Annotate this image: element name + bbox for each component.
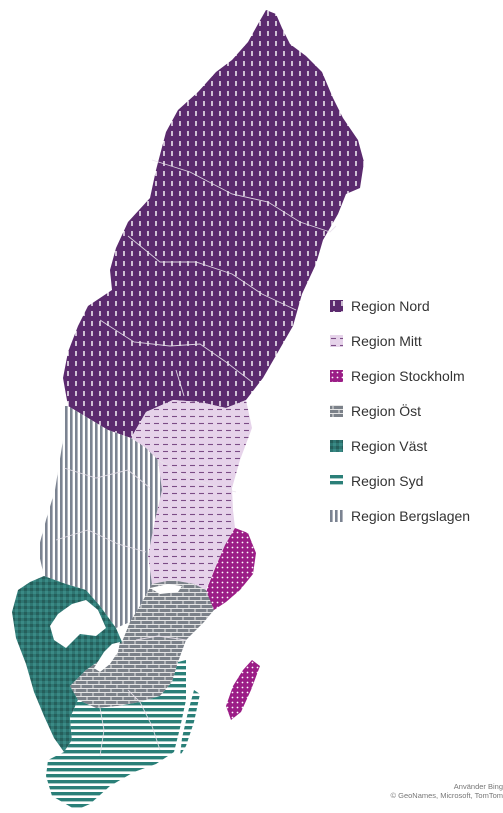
- legend-item-syd: Region Syd: [330, 471, 423, 491]
- region-ost-area: [70, 580, 214, 708]
- legend-swatch-syd: [330, 475, 343, 487]
- legend-label-vast: Region Väst: [351, 438, 428, 454]
- legend-label-ost: Region Öst: [351, 403, 422, 419]
- legend-swatch-nord: [330, 300, 343, 312]
- legend-item-stockholm: Region Stockholm: [330, 366, 465, 386]
- oland-area: [180, 690, 200, 756]
- legend-swatch-vast: [330, 440, 343, 452]
- legend-item-ost: Region Öst: [330, 401, 421, 421]
- credit-line-2: © GeoNames, Microsoft, TomTom: [390, 791, 503, 800]
- lake-vattern: [94, 642, 120, 672]
- legend-item-vast: Region Väst: [330, 436, 427, 456]
- lake-vanern: [50, 600, 106, 648]
- legend-item-mitt: Region Mitt: [330, 331, 422, 351]
- legend-label-stockholm: Region Stockholm: [351, 368, 465, 384]
- region-mitt-area: [131, 400, 252, 590]
- region-stockholm-area: [204, 528, 256, 610]
- region-nord-area: [63, 10, 364, 438]
- region-bergslagen-area: [38, 406, 162, 628]
- map-credits: Använder Bing © GeoNames, Microsoft, Tom…: [391, 782, 503, 800]
- legend-item-bergslagen: Region Bergslagen: [330, 506, 470, 526]
- gotland-area: [226, 660, 260, 720]
- legend-label-nord: Region Nord: [351, 298, 430, 314]
- region-syd-area: [46, 660, 186, 810]
- legend-item-nord: Region Nord: [330, 296, 430, 316]
- legend-swatch-stockholm: [330, 370, 343, 382]
- legend-swatch-ost: [330, 405, 343, 417]
- county-borders: [55, 159, 337, 757]
- legend-label-syd: Region Syd: [351, 473, 424, 489]
- credit-line-1: Använder Bing: [453, 782, 503, 791]
- legend-label-mitt: Region Mitt: [351, 333, 422, 349]
- lake-malaren: [150, 584, 182, 594]
- legend-label-bergslagen: Region Bergslagen: [351, 508, 471, 524]
- legend-swatch-bergslagen: [330, 510, 343, 522]
- legend-swatch-mitt: [330, 335, 343, 347]
